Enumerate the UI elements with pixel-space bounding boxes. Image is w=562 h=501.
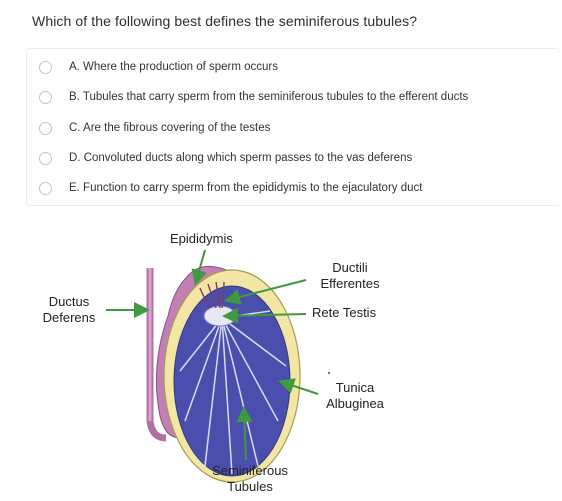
option-c[interactable]: C. Are the fibrous covering of the teste… xyxy=(27,116,557,140)
label-semi-line1: Seminiferous xyxy=(212,463,288,478)
option-d-label: D. Convoluted ducts along which sperm pa… xyxy=(69,152,413,164)
radio-d[interactable] xyxy=(39,151,52,165)
option-e-label: E. Function to carry sperm from the epid… xyxy=(69,182,423,194)
label-ductus-line2: Deferens xyxy=(42,310,96,325)
option-a[interactable]: A. Where the production of sperm occurs xyxy=(27,55,557,79)
question-text: Which of the following best defines the … xyxy=(32,13,418,29)
label-epididymis: Epididymis xyxy=(170,231,233,246)
label-ductus-deferens: Ductus Deferens xyxy=(38,294,100,326)
option-c-label: C. Are the fibrous covering of the teste… xyxy=(69,122,271,134)
radio-e[interactable] xyxy=(39,181,52,195)
testis-diagram: Epididymis Ductili Efferentes Ductus Def… xyxy=(0,216,562,496)
option-e[interactable]: E. Function to carry sperm from the epid… xyxy=(27,176,557,200)
option-a-label: A. Where the production of sperm occurs xyxy=(69,61,279,73)
radio-b[interactable] xyxy=(39,90,52,104)
radio-c[interactable] xyxy=(39,121,52,135)
radio-a[interactable] xyxy=(39,60,52,74)
testis-illustration xyxy=(106,249,331,483)
label-tunica-line1: Tunica xyxy=(335,380,375,395)
answer-options: A. Where the production of sperm occurs … xyxy=(26,48,560,206)
label-ductili-line1: Ductili xyxy=(332,260,368,275)
label-ductili-efferentes: Ductili Efferentes xyxy=(318,260,382,292)
label-rete-testis: Rete Testis xyxy=(312,305,377,320)
option-b[interactable]: B. Tubules that carry sperm from the sem… xyxy=(27,85,557,109)
label-seminiferous-tubules: Seminiferous Tubules xyxy=(200,463,300,495)
label-tunica-line2: Albuginea xyxy=(326,396,384,411)
label-ductus-line1: Ductus xyxy=(48,294,90,309)
option-b-label: B. Tubules that carry sperm from the sem… xyxy=(69,91,469,103)
label-tunica-albuginea: Tunica Albuginea xyxy=(320,380,390,412)
option-d[interactable]: D. Convoluted ducts along which sperm pa… xyxy=(27,146,557,170)
label-ductili-line2: Efferentes xyxy=(320,276,380,291)
label-semi-line2: Tubules xyxy=(227,479,273,494)
